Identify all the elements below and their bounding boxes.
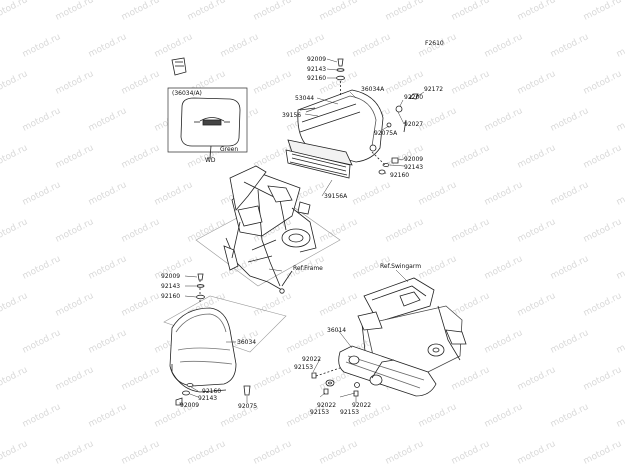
lower-side-cover: [163, 273, 287, 406]
ref-swingarm-label: Ref.Swingarm: [380, 263, 422, 270]
inset-code-label: WD: [205, 157, 216, 164]
part-label: 92172: [424, 86, 444, 93]
part-label: 53044: [295, 95, 315, 102]
inset-side-cover-green: [167, 57, 248, 159]
part-label: 36034A: [361, 86, 385, 93]
part-label: 92143: [198, 395, 218, 402]
part-label: 92143: [404, 164, 424, 171]
part-label: 92022: [317, 402, 337, 409]
inset-color-label: Green: [220, 146, 239, 153]
part-label: 92143: [161, 283, 181, 290]
swingarm-and-chain-cover: [311, 277, 467, 397]
part-label: 92143: [307, 66, 327, 73]
part-label: 92160: [161, 293, 181, 300]
frame-assembly: [195, 165, 341, 294]
part-label: 92160: [307, 75, 327, 82]
part-label: 36014: [327, 327, 347, 334]
part-label: 39156A: [324, 193, 348, 200]
upper-side-cover: [285, 58, 419, 179]
part-label: 92200: [404, 94, 424, 101]
part-label: 92022: [352, 402, 372, 409]
part-label: 92160: [202, 388, 222, 395]
part-label: 92075A: [374, 130, 398, 137]
inset-ref-label: (36034/A): [172, 90, 202, 97]
leader-lines: [179, 58, 425, 405]
part-label: 39156: [282, 112, 302, 119]
part-label: 92022: [302, 356, 322, 363]
part-label: 92009: [404, 156, 424, 163]
part-label: 92009: [307, 56, 327, 63]
ref-frame-label: Ref.Frame: [293, 265, 323, 272]
part-label: 92027: [404, 121, 424, 128]
part-label: 92009: [161, 273, 181, 280]
part-label: 92009: [180, 402, 200, 409]
part-label: 92153: [310, 409, 330, 416]
part-label: 92153: [340, 409, 360, 416]
part-label: 92153: [294, 364, 314, 371]
part-label: 92075: [238, 403, 258, 410]
figure-code: F2610: [425, 40, 444, 47]
part-label: 36034: [237, 339, 257, 346]
part-label: 92160: [390, 172, 410, 179]
